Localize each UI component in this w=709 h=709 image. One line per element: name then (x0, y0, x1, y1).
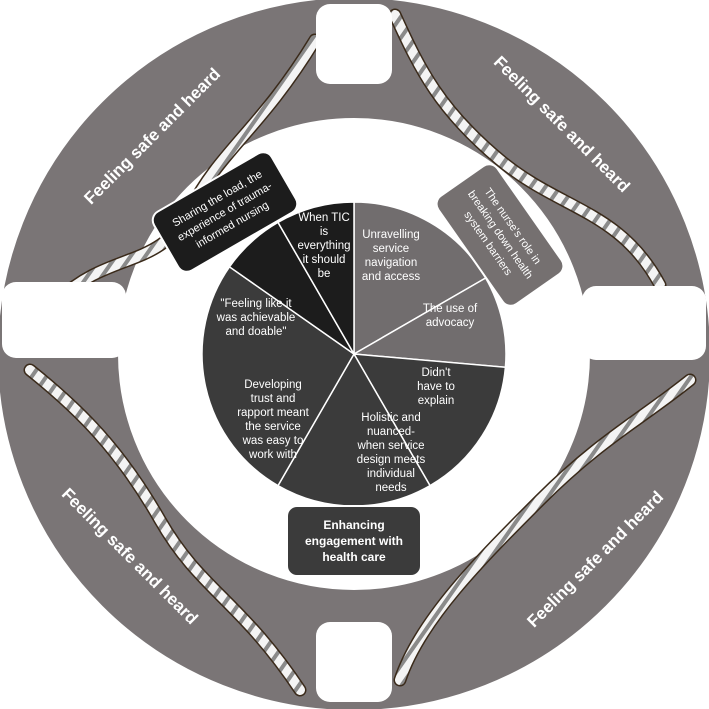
theme-bottom-line-3: health care (322, 550, 386, 564)
connector-top (316, 4, 392, 84)
ring-connectors (2, 4, 706, 702)
pie-wedge-label: "Feeling like it (220, 298, 292, 310)
rope-top-right-strands (390, 10, 665, 290)
pie-wedge-label: work with (248, 449, 297, 461)
connector-bottom (316, 622, 392, 702)
pie-wedge-label: was easy to (242, 435, 304, 447)
theme-box-top-left-bg (151, 151, 299, 273)
pie-wedge-label: everything (297, 240, 350, 252)
pie-wedge-label: trust and (251, 393, 296, 405)
theme-box-top-right: The nurse's role in breaking down health… (435, 163, 565, 307)
pie-wedge-label: nuanced- (367, 426, 415, 438)
pie-wedge-label: it should (303, 254, 346, 266)
pie-wedge-label: navigation (365, 257, 417, 269)
pie-wedge-label: When TIC (298, 212, 350, 224)
pie-wedge-label: design meets (357, 454, 426, 466)
pie-wedge-label: advocacy (426, 317, 475, 329)
rope-group (23, 8, 697, 697)
pie-wedge-label: and doable" (226, 326, 287, 338)
pie-wedge-label: Developing (244, 379, 302, 391)
pie-wedge-label: the service (245, 421, 301, 433)
pie-wedge-label: when service (356, 440, 424, 452)
pie-wedge-label: Unravelling (362, 229, 420, 241)
pie-wedge (276, 201, 355, 357)
pie-wedge-label: and access (362, 271, 420, 283)
pie-wedge-label: be (318, 268, 331, 280)
connector-left (2, 282, 126, 358)
pie-wedge-label: Didn't (421, 367, 451, 379)
pie-wedge-label: was achievable (216, 312, 296, 324)
rope-bottom-right-strands (395, 375, 695, 685)
pie-wedge-label: needs (375, 482, 407, 494)
pie-wedge-label: Holistic and (361, 412, 420, 424)
pie-wedge-label: individual (367, 468, 415, 480)
pie-wedge-label: have to (417, 381, 455, 393)
theme-bottom-line-1: Enhancing (323, 518, 384, 532)
rope-bottom-left-strands (25, 365, 305, 695)
pie-wedge-label: is (320, 226, 329, 238)
theme-box-bottom-bg (286, 505, 422, 577)
subtheme-pie: Unravelling service navigation and accessTh… (201, 201, 507, 507)
pie-wedge (352, 353, 507, 487)
connector-right (582, 286, 706, 360)
pie-wedge-label: service (373, 243, 409, 255)
theme-bottom-line-2: engagement with (305, 534, 403, 548)
pie-wedge-label: The use of (423, 303, 478, 315)
pie-wedge (201, 265, 355, 487)
theme-box-bottom: Enhancing engagement with health care (286, 505, 422, 577)
pie-wedge-label: explain (418, 395, 454, 407)
theme-box-top-right-bg (435, 163, 565, 307)
pie-wedge-label: rapport meant (237, 407, 309, 419)
